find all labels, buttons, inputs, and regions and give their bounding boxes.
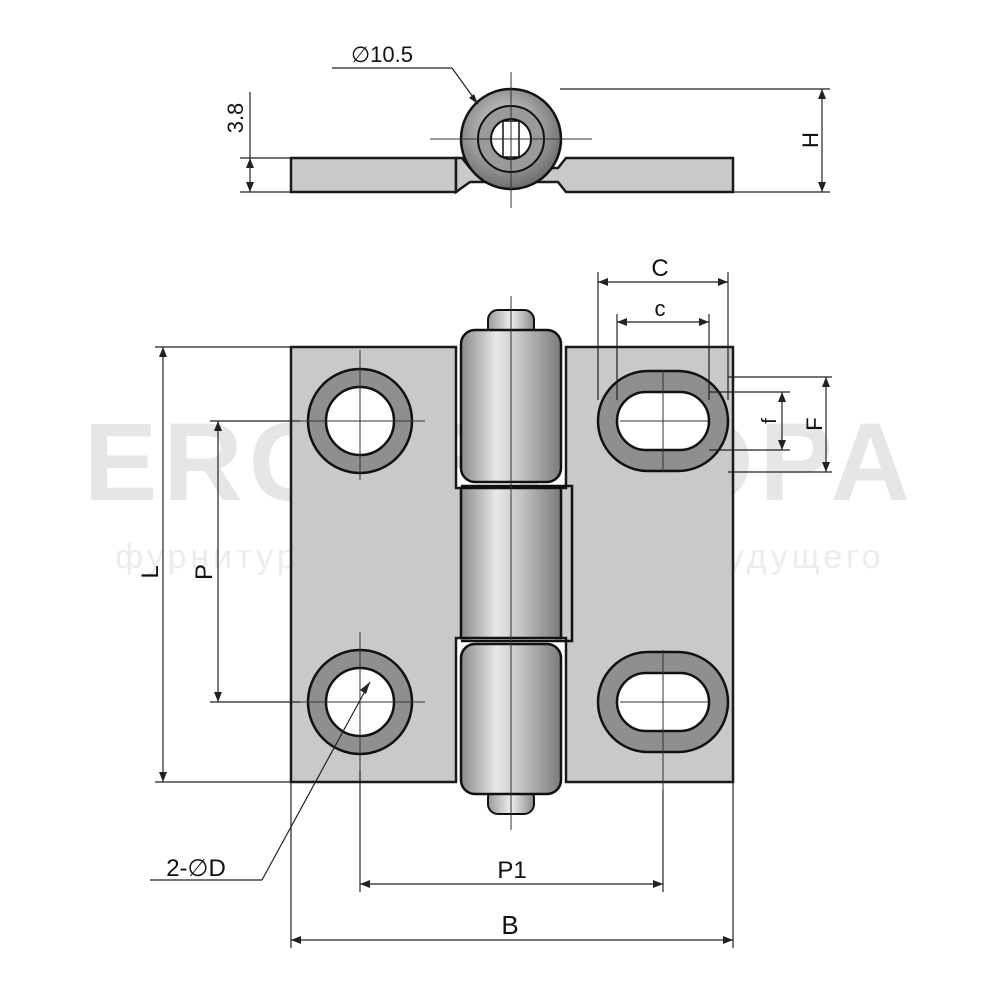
slot-top (596, 369, 730, 473)
length-label: L (137, 565, 164, 578)
round-hole-bottom (300, 632, 425, 770)
front-view-dimensions: L P 2-∅D P1 B C (137, 255, 832, 948)
height-label: H (798, 132, 823, 148)
side-view-dimensions: ∅10.5 3.8 H (223, 42, 830, 193)
slot-outer-width-label: F (802, 417, 827, 430)
slot-outer-length-label: C (651, 255, 668, 282)
front-view (289, 296, 735, 830)
side-view-leaf-left (289, 156, 458, 194)
slot-inner-length-label: c (655, 296, 666, 321)
round-hole-top (300, 350, 425, 480)
side-view (289, 72, 735, 208)
width-label: B (501, 910, 518, 940)
hole-pitch-label: P (191, 564, 218, 580)
slot-pitch-label: P1 (497, 857, 526, 884)
side-view-pin-cross (502, 120, 520, 158)
slot-bottom (596, 650, 730, 790)
pin-diameter-label: ∅10.5 (351, 42, 413, 67)
hole-diameter-label: 2-∅D (166, 855, 226, 882)
slot-inner-width-label: f (759, 418, 781, 424)
thickness-label: 3.8 (223, 103, 248, 134)
knuckle-gap-line (461, 484, 574, 643)
